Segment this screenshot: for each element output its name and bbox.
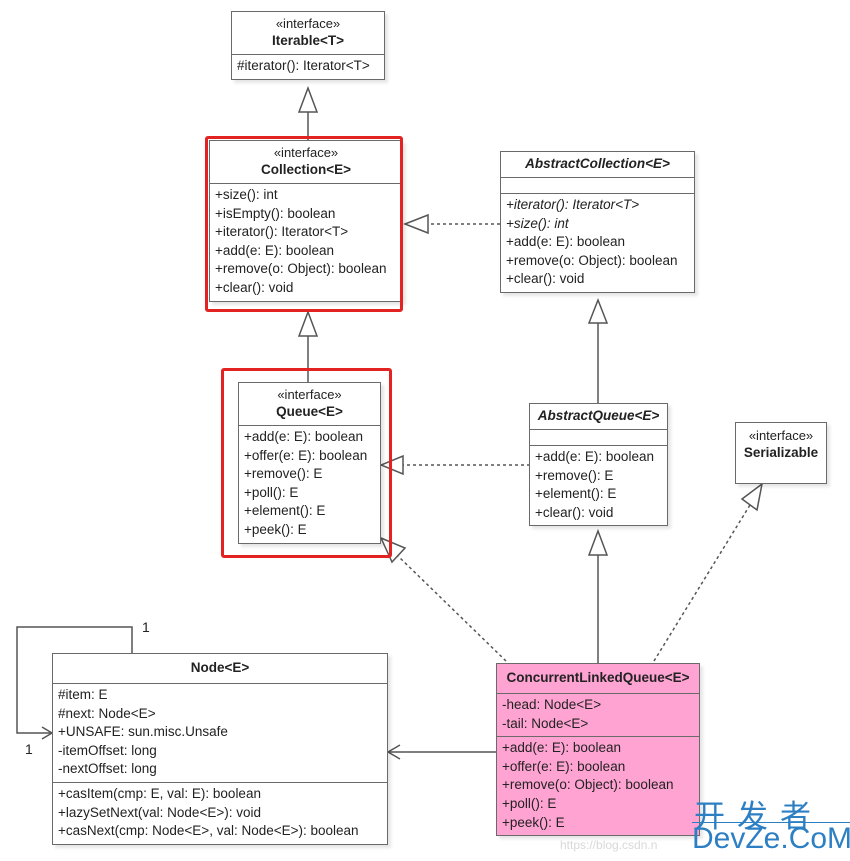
method: +add(e: E): boolean — [506, 234, 625, 250]
method: +size(): int — [215, 187, 278, 202]
arrowhead-generalization — [297, 309, 319, 337]
attributes-section — [530, 430, 667, 446]
attributes-section: #item: E #next: Node<E> +UNSAFE: sun.mis… — [53, 684, 387, 783]
stereotype-label: «interface» — [277, 387, 342, 402]
attribute: #item: E — [58, 687, 108, 702]
class-collection[interactable]: «interface» Collection<E> +size(): int +… — [209, 140, 403, 302]
method: +poll(): E — [244, 484, 299, 500]
method: +remove(): E — [535, 467, 614, 483]
method: +element(): E — [535, 486, 617, 502]
class-name: AbstractQueue<E> — [537, 408, 660, 423]
class-header: AbstractCollection<E> — [501, 152, 694, 178]
method: +add(e: E): boolean — [244, 429, 363, 444]
multiplicity-label-target: 1 — [25, 741, 33, 757]
attribute: +UNSAFE: sun.misc.Unsafe — [58, 724, 228, 740]
arrowhead-open — [386, 744, 401, 760]
method: +remove(o: Object): boolean — [215, 261, 387, 277]
class-name: Queue<E> — [276, 404, 343, 419]
method: +iterator(): Iterator<T> — [506, 197, 640, 212]
method: +clear(): void — [535, 504, 614, 520]
watermark-logo-cn: 开发者 — [694, 799, 823, 835]
methods-section: +size(): int +isEmpty(): boolean +iterat… — [210, 184, 402, 301]
class-name: AbstractCollection<E> — [525, 156, 670, 171]
class-serializable[interactable]: «interface» Serializable — [735, 422, 827, 484]
attribute: -tail: Node<E> — [502, 715, 589, 731]
methods-section: #iterator(): Iterator<T> — [232, 55, 384, 79]
attributes-section: -head: Node<E> -tail: Node<E> — [497, 694, 699, 738]
method: +remove(): E — [244, 466, 323, 482]
arrowhead-generalization — [587, 528, 609, 556]
stereotype-label: «interface» — [275, 16, 341, 31]
method: +add(e: E): boolean — [535, 449, 654, 464]
method: +iterator(): Iterator<T> — [215, 224, 349, 240]
methods-section: +add(e: E): boolean +remove(): E +elemen… — [530, 446, 667, 525]
method: #iterator(): Iterator<T> — [237, 58, 370, 73]
attributes-section — [501, 178, 694, 194]
class-header: ConcurrentLinkedQueue<E> — [497, 664, 699, 694]
attribute: -nextOffset: long — [58, 761, 157, 777]
watermark-url: https://blog.csdn.n — [560, 838, 658, 852]
method: +offer(e: E): boolean — [502, 758, 626, 774]
arrowhead-realization — [379, 454, 404, 476]
arrowhead-realization — [740, 482, 764, 512]
attribute: #next: Node<E> — [58, 705, 156, 721]
method: +clear(): void — [215, 279, 294, 295]
arrowhead-generalization — [587, 297, 609, 324]
method: +lazySetNext(val: Node<E>): void — [58, 804, 261, 820]
arrowhead-generalization — [297, 85, 319, 113]
method: +remove(o: Object): boolean — [502, 777, 674, 793]
class-name: ConcurrentLinkedQueue<E> — [506, 670, 690, 685]
methods-section: +casItem(cmp: E, val: E): boolean +lazyS… — [53, 783, 387, 844]
methods-section: +add(e: E): boolean +offer(e: E): boolea… — [497, 737, 699, 835]
class-name: Serializable — [743, 445, 819, 460]
method: +peek(): E — [244, 521, 307, 537]
class-node[interactable]: Node<E> #item: E #next: Node<E> +UNSAFE:… — [52, 653, 388, 845]
method: +casNext(cmp: Node<E>, val: Node<E>): bo… — [58, 823, 359, 839]
class-header: Node<E> — [53, 654, 387, 684]
methods-section: +add(e: E): boolean +offer(e: E): boolea… — [239, 426, 380, 543]
arrowhead-realization — [379, 536, 407, 564]
edge-clq-queue — [397, 555, 507, 662]
arrowhead-open — [41, 726, 54, 740]
stereotype-label: «interface» — [748, 428, 814, 443]
class-name: Node<E> — [190, 660, 250, 675]
class-abstract-queue[interactable]: AbstractQueue<E> +add(e: E): boolean +re… — [529, 403, 668, 527]
edge-clq-serializable — [653, 504, 751, 662]
method: +casItem(cmp: E, val: E): boolean — [58, 785, 261, 801]
arrowhead-realization — [402, 213, 429, 235]
class-header: «interface» Collection<E> — [210, 141, 402, 184]
method: +clear(): void — [506, 271, 585, 287]
class-iterable[interactable]: «interface» Iterable<T> #iterator(): Ite… — [231, 11, 385, 80]
attribute: -itemOffset: long — [58, 742, 157, 758]
method: +remove(o: Object): boolean — [506, 252, 678, 268]
class-header: «interface» Iterable<T> — [232, 12, 384, 55]
class-concurrent-linked-queue[interactable]: ConcurrentLinkedQueue<E> -head: Node<E> … — [496, 663, 700, 837]
class-name: Collection<E> — [260, 162, 352, 177]
methods-section: +iterator(): Iterator<T> +size(): int +a… — [501, 194, 694, 292]
class-queue[interactable]: «interface» Queue<E> +add(e: E): boolean… — [238, 382, 381, 544]
method: +add(e: E): boolean — [502, 740, 621, 756]
stereotype-label: «interface» — [273, 145, 339, 160]
class-abstract-collection[interactable]: AbstractCollection<E> +iterator(): Itera… — [500, 151, 695, 293]
multiplicity-label-source: 1 — [142, 619, 150, 635]
method: +element(): E — [244, 503, 326, 519]
watermark-logo-en: DevZe.CoM — [692, 822, 850, 855]
method: +size(): int — [506, 215, 569, 231]
method: +isEmpty(): boolean — [215, 205, 336, 221]
method: +offer(e: E): boolean — [244, 447, 368, 463]
method: +peek(): E — [502, 814, 565, 830]
class-name: Iterable<T> — [271, 33, 345, 48]
attribute: -head: Node<E> — [502, 697, 602, 712]
method: +add(e: E): boolean — [215, 242, 334, 258]
class-header: «interface» Queue<E> — [239, 383, 380, 426]
class-header: AbstractQueue<E> — [530, 404, 667, 430]
class-header: «interface» Serializable — [736, 423, 826, 462]
method: +poll(): E — [502, 795, 557, 811]
